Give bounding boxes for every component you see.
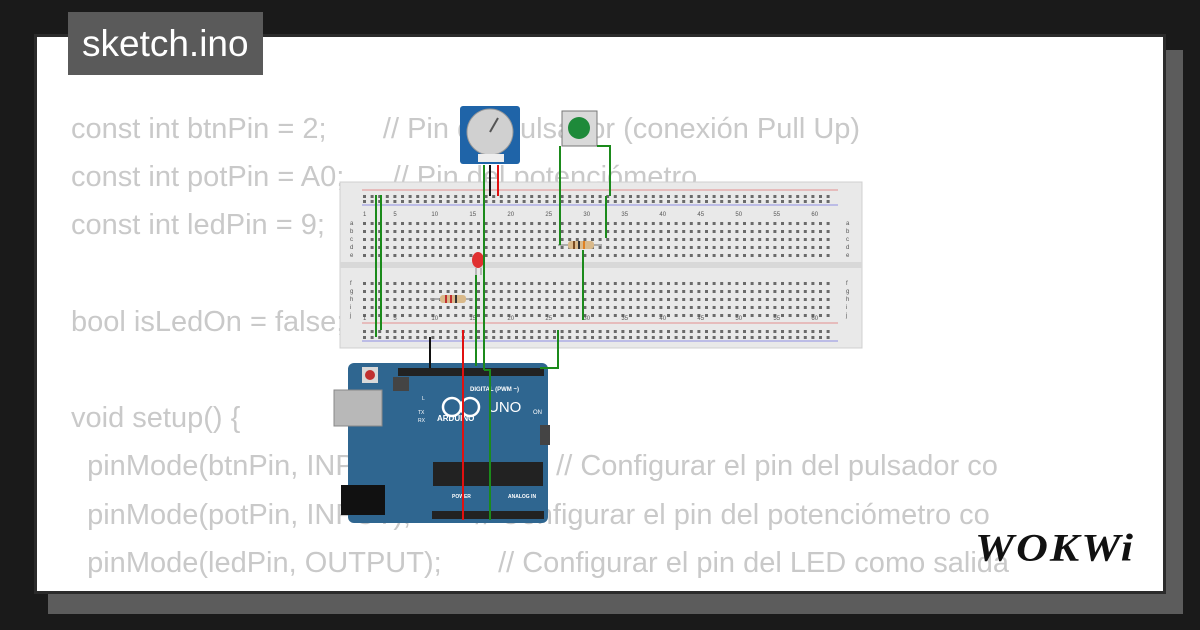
breadboard-column-number: 25: [545, 212, 552, 218]
breadboard-row-letter: i: [350, 305, 351, 311]
code-line: void setup() {: [71, 402, 241, 435]
breadboard-row-letter: c: [846, 237, 849, 243]
power-label: POWER: [452, 494, 471, 500]
code-block: const int btnPin = 2; // Pin del pulsado…: [71, 105, 1010, 591]
breadboard-column-number: 45: [697, 316, 704, 322]
breadboard-column-number: 5: [393, 212, 397, 218]
push-button: [561, 110, 598, 147]
breadboard-column-number: 40: [659, 316, 666, 322]
breadboard-row-letter: h: [846, 297, 849, 303]
breadboard-column-number: 35: [621, 316, 628, 322]
breadboard-column-number: 30: [583, 316, 590, 322]
on-label: ON: [533, 410, 542, 416]
breadboard-row-letter: f: [846, 281, 848, 287]
atmega-chip: [433, 462, 543, 486]
code-line: pinMode(ledPin, OUTPUT); // Configurar e…: [71, 546, 1010, 579]
breadboard-column-number: 35: [621, 212, 628, 218]
tx-label: TX: [418, 410, 425, 416]
code-line: bool isLedOn = false;: [71, 305, 345, 338]
digital-header: [398, 368, 544, 376]
breadboard-column-number: 1: [363, 212, 367, 218]
breadboard-row-letter: i: [846, 305, 847, 311]
code-line: const int btnPin = 2; // Pin del pulsado…: [71, 113, 861, 145]
breadboard-column-number: 60: [811, 212, 818, 218]
breadboard-column-number: 1: [363, 316, 367, 322]
wokwi-logo: WOKWi: [975, 525, 1135, 570]
breadboard-column-number: 55: [773, 316, 780, 322]
breadboard-column-number: 15: [469, 212, 476, 218]
usb-port: [333, 389, 383, 427]
breadboard-column-number: 30: [583, 212, 590, 218]
breadboard-column-number: 20: [507, 316, 514, 322]
power-analog-header: [432, 511, 544, 519]
potentiometer: [460, 106, 520, 164]
arduino-brand: ARDUINO: [437, 414, 474, 423]
wires: [375, 145, 611, 520]
arduino-model: UNO: [488, 399, 521, 416]
breadboard-column-number: 10: [431, 212, 438, 218]
breadboard-row-letter: a: [846, 221, 850, 227]
breadboard-row-letter: g: [846, 289, 849, 295]
breadboard-column-number: 40: [659, 212, 666, 218]
breadboard-row-letter: g: [350, 289, 353, 295]
arduino-uno: DIGITAL (PWM ~) ARDUINO UNO ON TX RX L P…: [333, 363, 550, 523]
rx-label: RX: [418, 418, 426, 424]
breadboard-row-letter: b: [350, 229, 354, 235]
code-line: const int ledPin = 9;: [71, 209, 325, 242]
breadboard-row-letter: b: [846, 229, 850, 235]
breadboard-row-letter: d: [350, 245, 353, 251]
breadboard-row-letter: j: [349, 313, 351, 319]
reset-button: [365, 370, 375, 380]
breadboard-column-number: 55: [773, 212, 780, 218]
breadboard-row-letter: d: [846, 245, 849, 251]
breadboard-row-letter: e: [350, 253, 354, 259]
breadboard-row-letter: e: [846, 253, 850, 259]
breadboard-column-number: 50: [735, 316, 742, 322]
led: [472, 252, 484, 275]
breadboard-row-letter: c: [350, 237, 353, 243]
breadboard-row-letter: j: [845, 313, 847, 319]
analog-label: ANALOG IN: [508, 494, 536, 500]
breadboard-column-number: 25: [545, 316, 552, 322]
breadboard-column-number: 10: [431, 316, 438, 322]
breadboard: 1155101015152020252530303535404045455050…: [339, 181, 863, 349]
resistor: [430, 295, 472, 303]
breadboard-column-number: 15: [469, 316, 476, 322]
file-title: sketch.ino: [68, 12, 263, 75]
breadboard-column-number: 5: [393, 316, 397, 322]
code-line: pinMode(potPin, INPUT); // Configurar el…: [87, 498, 990, 531]
breadboard-column-number: 45: [697, 212, 704, 218]
breadboard-row-letter: a: [350, 221, 354, 227]
breadboard-column-number: 50: [735, 212, 742, 218]
power-jack: [341, 485, 385, 515]
breadboard-column-number: 20: [507, 212, 514, 218]
breadboard-column-number: 60: [811, 316, 818, 322]
l-label: L: [422, 396, 425, 402]
breadboard-row-letter: f: [350, 281, 352, 287]
digital-label: DIGITAL (PWM ~): [470, 387, 519, 393]
resistor: [558, 241, 602, 249]
breadboard-row-letter: h: [350, 297, 353, 303]
